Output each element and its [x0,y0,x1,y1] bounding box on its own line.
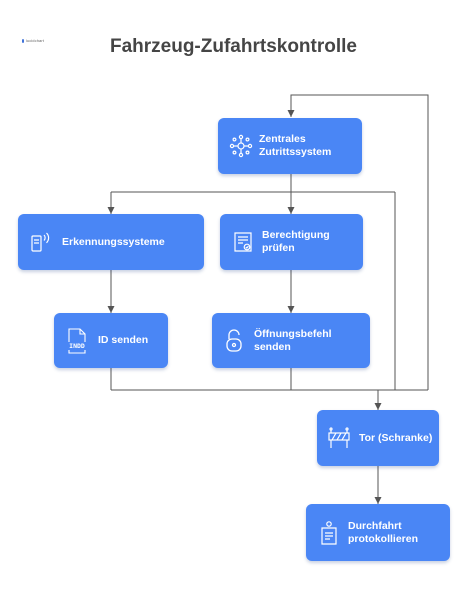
notepad-icon [318,519,340,547]
central-label-line1: Zentrales [259,133,306,145]
detection-label: Erkennungssysteme [62,235,165,248]
log-label-line2: protokollieren [348,532,419,545]
barrier-gate-icon [326,425,352,451]
indd-file-icon-text: INDD [64,341,90,350]
indd-file-icon: INDD [64,326,90,356]
log-label-line1: Durchfahrt [348,519,402,532]
authorization-label-line2: prüfen [262,242,295,254]
open-cmd-label-line2: senden [254,340,291,353]
node-check-authorization[interactable]: Berechtigung prüfen [220,214,363,270]
send-id-label: ID senden [98,334,149,346]
certificate-icon [232,229,254,255]
card-reader-icon [29,229,53,255]
open-cmd-label-line1: Öffnungsbefehl [254,327,332,340]
edge-gate-central [287,94,429,390]
logo: lucidchart [22,37,44,45]
diagram-title: Fahrzeug-Zufahrtskontrolle [109,36,357,57]
node-central-access-system[interactable]: Zentrales Zutrittssystem [218,118,362,174]
node-log-passage[interactable]: Durchfahrt protokollieren [306,504,450,561]
logo-mark-icon [22,39,24,43]
central-label-line2: Zutrittssystem [259,146,332,158]
gate-label: Tor (Schranke) [359,431,433,444]
node-gate-barrier[interactable]: Tor (Schranke) [317,410,439,466]
node-send-open-command[interactable]: Öffnungsbefehl senden [212,313,370,368]
node-detection-systems[interactable]: Erkennungssysteme [18,214,204,270]
unlock-icon [224,327,244,355]
authorization-label-line1: Berechtigung [262,229,330,241]
node-send-id[interactable]: INDD ID senden [54,313,168,368]
network-hub-icon [228,133,254,159]
logo-text: lucidchart [25,38,44,43]
